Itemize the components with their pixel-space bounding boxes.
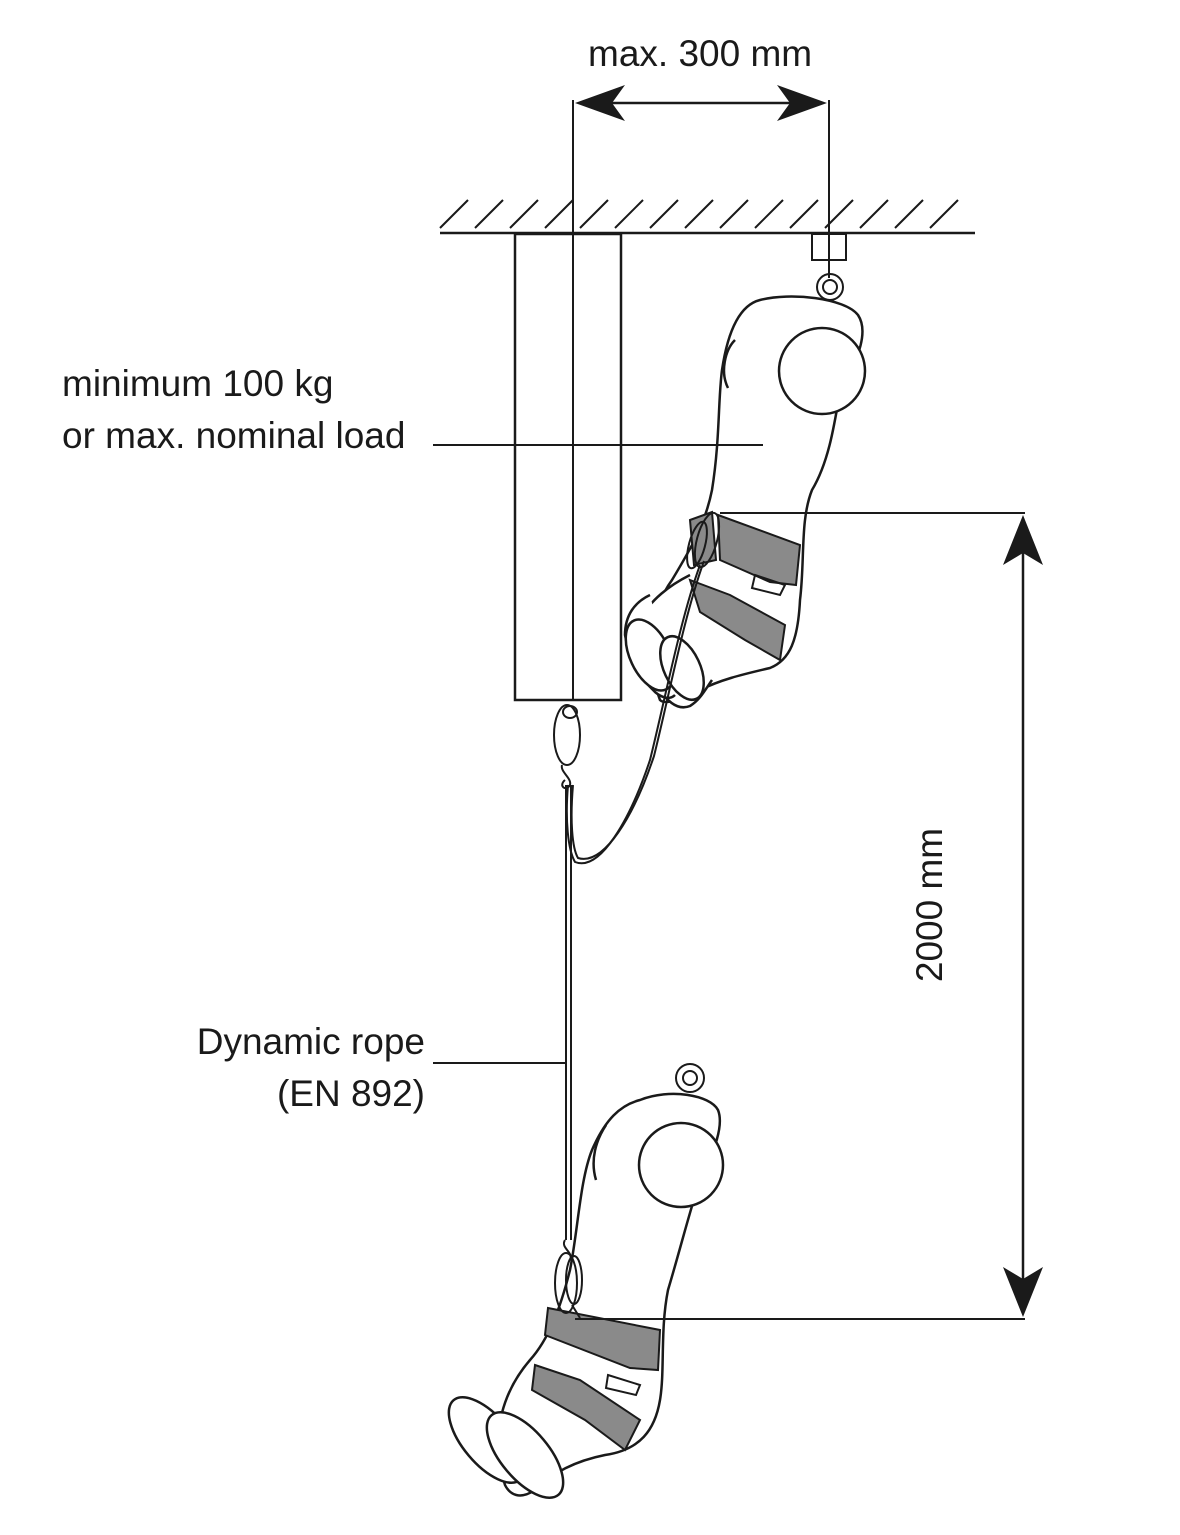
- width-dimension: [572, 85, 830, 700]
- fall-dimension: [575, 512, 1043, 1320]
- ceiling-anchor-structure: [439, 199, 975, 301]
- lower-test-dummy: [447, 1063, 725, 1499]
- rope-label-line2: (EN 892): [276, 1073, 425, 1114]
- upper-test-dummy: [623, 295, 867, 709]
- width-dimension-label: max. 300 mm: [588, 33, 813, 74]
- rope-label-line1: Dynamic rope: [196, 1021, 425, 1062]
- load-label-line1: minimum 100 kg: [62, 363, 334, 404]
- pillar: [513, 232, 623, 702]
- dynamic-rope: [553, 560, 705, 1261]
- fall-dimension-label: 2000 mm: [909, 827, 950, 983]
- load-label-line2: or max. nominal load: [62, 415, 406, 456]
